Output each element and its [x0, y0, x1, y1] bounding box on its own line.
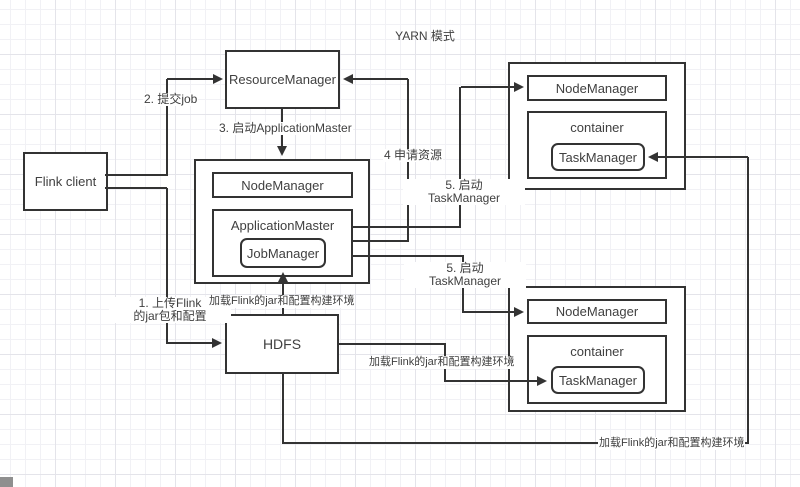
node-label: NodeManager	[241, 177, 324, 193]
edge-start-tm2-line	[353, 255, 464, 257]
node-worker1-taskmanager[interactable]: TaskManager	[551, 143, 645, 171]
arrowhead-into-worker2-taskmanager	[537, 376, 547, 386]
edge-upload-line	[105, 187, 167, 189]
node-label: container	[570, 120, 624, 135]
canvas-edge-artifact	[0, 477, 13, 487]
edge-label-request-resources: 4 申请资源	[383, 148, 444, 162]
arrowhead-into-resourcemanager-left	[213, 74, 223, 84]
edge-load-worker1-line	[657, 156, 748, 158]
node-worker1-nodemanager[interactable]: NodeManager	[527, 75, 667, 101]
node-resource-manager[interactable]: ResourceManager	[225, 50, 340, 109]
node-worker2-taskmanager[interactable]: TaskManager	[551, 366, 645, 394]
edge-load-worker2-line	[445, 380, 538, 382]
edge-start-tm2-line	[463, 311, 515, 313]
node-label: TaskManager	[558, 372, 638, 388]
edge-load-worker1-line	[282, 442, 749, 444]
node-flink-client[interactable]: Flink client	[23, 152, 108, 211]
diagram-title: YARN 模式	[395, 29, 455, 43]
arrowhead-into-center-group	[277, 146, 287, 156]
node-label: TaskManager	[558, 149, 638, 165]
edge-load-worker1-line	[282, 374, 284, 444]
edge-label-start-taskmanager-1: 5. 启动 TaskManager	[403, 179, 525, 205]
edge-label-load-env-worker2: 加载Flink的jar和配置构建环境	[368, 356, 516, 369]
edge-start-tm1-line	[461, 86, 515, 88]
arrowhead-into-jobmanager	[278, 272, 288, 282]
edge-start-tm1-line	[459, 87, 461, 228]
edge-load-worker2-line	[339, 343, 446, 345]
arrowhead-into-resourcemanager-right	[343, 74, 353, 84]
edge-label-start-taskmanager-2: 5. 启动 TaskManager	[404, 262, 526, 288]
node-job-manager[interactable]: JobManager	[240, 238, 326, 268]
edge-upload-line	[167, 342, 213, 344]
node-label: Flink client	[34, 174, 97, 189]
edge-label-submit-job: 2. 提交job	[143, 92, 199, 106]
node-hdfs[interactable]: HDFS	[225, 314, 339, 374]
edge-submit-job-line	[167, 78, 214, 80]
node-center-nodemanager[interactable]: NodeManager	[212, 172, 353, 198]
arrowhead-into-worker2-nodemanager	[514, 307, 524, 317]
edge-label-start-application-master: 3. 启动ApplicationMaster	[218, 121, 353, 135]
node-label: JobManager	[246, 245, 320, 261]
arrowhead-into-hdfs	[212, 338, 222, 348]
node-label: NodeManager	[555, 80, 639, 96]
edge-request-resources-line	[353, 78, 408, 80]
arrowhead-into-worker1-nodemanager	[514, 82, 524, 92]
edge-label-load-env-center: 加载Flink的jar和配置构建环境	[208, 295, 356, 308]
edge-label-upload-jar: 1. 上传Flink 的jar包和配置	[109, 297, 231, 323]
node-label: NodeManager	[555, 304, 639, 319]
node-label: HDFS	[262, 336, 302, 352]
node-label: ApplicationMaster	[230, 218, 335, 233]
node-label: container	[570, 344, 624, 359]
edge-request-resources-line	[353, 240, 409, 242]
edge-submit-job-line	[105, 174, 167, 176]
node-worker2-nodemanager[interactable]: NodeManager	[527, 299, 667, 324]
edge-upload-line	[166, 188, 168, 344]
node-label: ResourceManager	[229, 72, 336, 87]
edge-load-worker1-line	[747, 157, 749, 444]
edge-submit-job-line	[166, 79, 168, 176]
arrowhead-into-worker1-taskmanager	[648, 152, 658, 162]
edge-label-load-env-worker1: 加载Flink的jar和配置构建环境	[598, 437, 746, 450]
